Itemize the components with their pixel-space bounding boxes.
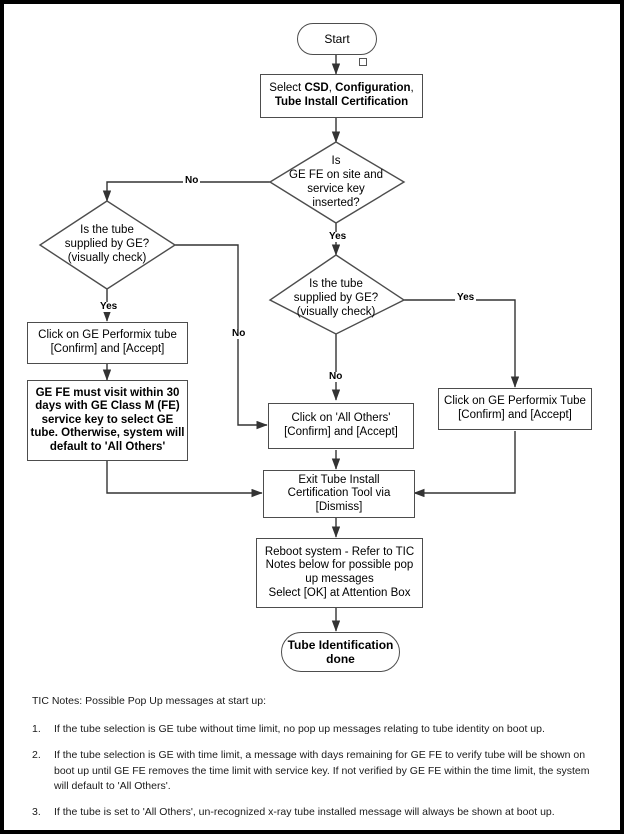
note-item: 3. If the tube is set to 'All Others', u… — [32, 805, 594, 820]
note-number: 3. — [32, 806, 41, 819]
done-line1: Tube Identification — [287, 637, 394, 652]
edge-dec1-no — [102, 181, 270, 202]
reboot-line2: Notes below for possible pop — [265, 559, 414, 572]
fenote-line5: default to 'All Others' — [49, 440, 166, 453]
fenote-line2: days with GE Class M (FE) — [35, 400, 180, 413]
edge-perfright-to-exit — [413, 431, 516, 498]
allothers-line2: [Confirm] and [Accept] — [284, 426, 398, 438]
exit-line3: [Dismiss] — [315, 500, 363, 513]
node-click-all-others[interactable]: Click on 'All Others' [Confirm] and [Acc… — [268, 403, 414, 449]
decision-tube-left-shape — [38, 200, 177, 290]
edge-label-dec2-yes: Yes — [98, 301, 120, 312]
perfleft-line2: [Confirm] and [Accept] — [50, 343, 165, 355]
note-number: 2. — [32, 749, 41, 762]
note-item: 2. If the tube selection is GE with time… — [32, 748, 594, 794]
edge-label-dec3-no: No — [327, 371, 345, 382]
node-select-csd-line2: Tube Install Certification — [275, 96, 408, 110]
node-start-label: Start — [324, 31, 350, 46]
node-dec-tube-right[interactable]: Is the tube supplied by GE? (visually ch… — [276, 273, 396, 325]
dec1-line2: GE FE on site and — [289, 169, 383, 182]
edge-label-dec2-no: No — [230, 328, 248, 339]
notes-heading: TIC Notes: Possible Pop Up messages at s… — [32, 695, 267, 707]
dec2-line1: Is the tube — [80, 224, 134, 237]
edge-label-dec1-no: No — [183, 175, 201, 186]
decision-fe-onsite-shape — [268, 141, 406, 224]
dec3-line3: (visually check) — [296, 305, 376, 318]
tic-notes: TIC Notes: Possible Pop Up messages at s… — [32, 694, 594, 830]
reboot-line4: Select [OK] at Attention Box — [268, 586, 411, 599]
exit-line1: Exit Tube Install — [298, 473, 380, 486]
node-done[interactable]: Tube Identification done — [281, 632, 400, 672]
note-text: If the tube is set to 'All Others', un-r… — [54, 806, 555, 819]
done-line2: done — [326, 652, 355, 666]
dec1-line3: service key — [307, 183, 365, 195]
dec2-line2: supplied by GE? — [64, 238, 150, 251]
dec2-line3: (visually check) — [67, 251, 147, 264]
dec3-line2: supplied by GE? — [293, 292, 379, 305]
allothers-line1: Click on 'All Others' — [291, 412, 391, 425]
node-dec-tube-left[interactable]: Is the tube supplied by GE? (visually ch… — [47, 219, 167, 271]
perfleft-line1: Click on GE Performix tube — [38, 329, 177, 342]
node-select-csd[interactable]: Select CSD, Configuration, Tube Install … — [260, 74, 423, 118]
note-text: If the tube selection is GE with time li… — [54, 749, 590, 792]
kw-tube-install-cert: Tube Install Certification — [274, 96, 409, 108]
kw-configuration: Configuration — [335, 82, 411, 95]
dec1-line1: Is — [331, 155, 341, 168]
kw-csd: CSD — [304, 82, 329, 95]
square-marker-artifact — [359, 58, 367, 66]
reboot-line3: up messages — [305, 573, 374, 585]
fenote-line4: tube. Otherwise, system will — [30, 427, 185, 440]
edge-label-dec1-yes: Yes — [327, 231, 349, 242]
flowchart-connectors — [38, 55, 520, 632]
edge-note-to-exit — [106, 461, 263, 498]
perfright-line2: [Confirm] and [Accept] — [458, 409, 572, 421]
reboot-line1: Reboot system - Refer to TIC — [264, 545, 415, 558]
note-text: If the tube selection is GE tube without… — [54, 723, 545, 736]
node-click-performix-right[interactable]: Click on GE Performix Tube [Confirm] and… — [438, 388, 592, 430]
edge-dec2-no — [175, 244, 268, 430]
fenote-line1: GE FE must visit within 30 — [35, 386, 180, 399]
node-reboot[interactable]: Reboot system - Refer to TIC Notes below… — [256, 538, 423, 608]
decision-tube-right-shape — [268, 254, 406, 335]
perfright-line1: Click on GE Performix Tube — [444, 395, 586, 408]
node-start[interactable]: Start — [297, 23, 377, 55]
note-number: 1. — [32, 723, 41, 736]
edge-label-dec3-yes: Yes — [455, 292, 477, 303]
edge-dec3-yes — [404, 299, 520, 388]
dec1-line4: inserted? — [312, 196, 360, 209]
node-fe-visit-note[interactable]: GE FE must visit within 30 days with GE … — [27, 380, 188, 461]
note-item: 1. If the tube selection is GE tube with… — [32, 722, 594, 737]
dec3-line1: Is the tube — [309, 278, 363, 291]
node-click-performix-left[interactable]: Click on GE Performix tube [Confirm] and… — [27, 322, 188, 364]
node-dec-fe-onsite[interactable]: Is GE FE on site and service key inserte… — [276, 150, 396, 216]
node-select-csd-line1: Select CSD, Configuration, — [269, 82, 414, 95]
fenote-line3: service key to select GE — [41, 413, 174, 426]
exit-line2: Certification Tool via — [287, 487, 391, 500]
node-exit-tic[interactable]: Exit Tube Install Certification Tool via… — [263, 470, 415, 518]
